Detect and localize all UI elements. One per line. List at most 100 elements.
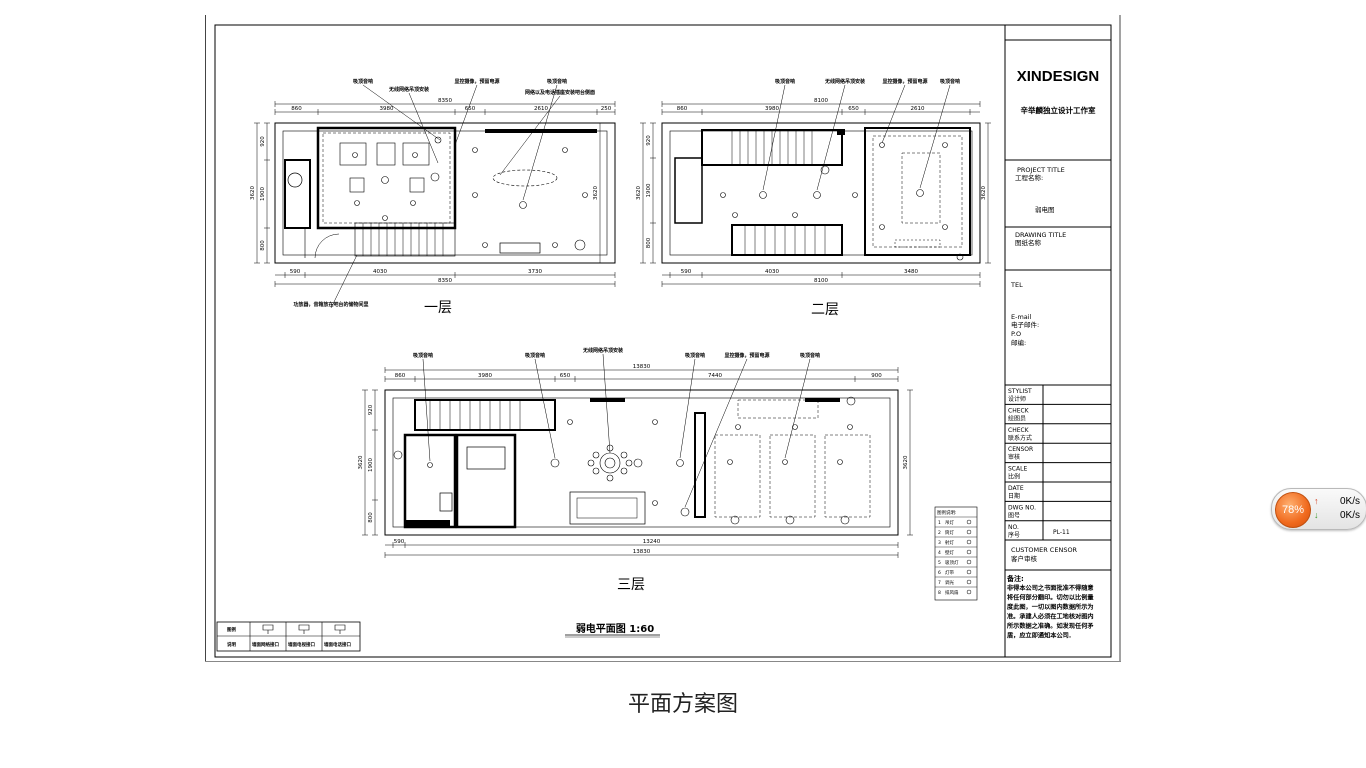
- po-label-en: P.O: [1011, 330, 1021, 338]
- dimension-label: 920: [260, 136, 266, 147]
- dimension-total: 3620: [903, 455, 909, 469]
- callout-label: 功放器，音箱放在吧台的储物间里: [293, 301, 368, 308]
- dimension-label: 650: [848, 106, 859, 112]
- callout-label: 显控摄像，预留电源: [724, 352, 769, 359]
- title-row-cn: 图号: [1008, 512, 1020, 519]
- email-label-cn: 电子邮件:: [1011, 320, 1039, 329]
- dimension-label: 1900: [368, 458, 374, 472]
- floor-2-plan: [661, 122, 981, 264]
- callout-label: 吸顶音响: [525, 352, 545, 359]
- floor-2-label: 二层: [811, 302, 839, 318]
- dimension-label: 590: [290, 269, 301, 275]
- note-line: 所示数据之准确。如发现任何矛: [1007, 622, 1094, 630]
- title-block: XINDESIGN 辛举麟独立设计工作室 PROJECT TITLE 工程名称:…: [1005, 39, 1111, 640]
- legend-item-index: 4: [938, 550, 941, 556]
- legend-item-label: 灯带: [945, 569, 954, 576]
- dimension-label: 2610: [534, 106, 548, 112]
- plan-title: 弱电平面图 1:60: [576, 622, 654, 635]
- drawing-title-cn: 图纸名称: [1015, 238, 1042, 247]
- callout-label: 吸顶音响: [685, 352, 705, 359]
- email-label-en: E-mail: [1011, 313, 1032, 321]
- socket-symbols: [262, 624, 346, 634]
- dimension-label: 800: [368, 512, 374, 523]
- legend-symbol-icon: [966, 529, 972, 535]
- cpu-usage-badge[interactable]: 78%: [1275, 492, 1311, 528]
- legend-item-label: 吸顶灯: [945, 559, 959, 566]
- dimension-label: 2610: [911, 106, 925, 112]
- legend-symbol-icon: [966, 519, 972, 525]
- note-line: 准。承建人必须在工地核对图内: [1007, 613, 1094, 621]
- title-row-cn: 联系方式: [1008, 434, 1032, 442]
- callout-label: 无线网络吊顶安装: [388, 86, 429, 93]
- dimension-total: 13830: [633, 549, 651, 555]
- project-name: 弱电图: [1035, 205, 1055, 214]
- title-row-en: NO.: [1008, 524, 1019, 531]
- callout-label: 网络以及电话插座安装吧台侧面: [525, 89, 595, 96]
- callout-label: 吸顶音响: [800, 352, 820, 359]
- dimension-label: 860: [291, 106, 302, 112]
- legend-item-index: 5: [938, 560, 941, 566]
- project-title-en: PROJECT TITLE: [1017, 166, 1065, 174]
- callout-label: 无线网络吊顶安装: [824, 78, 865, 85]
- title-row-en: CHECK: [1008, 427, 1030, 434]
- floor-1-label: 一层: [424, 300, 452, 316]
- dimension-label: 3730: [528, 269, 542, 275]
- title-row-en: DATE: [1008, 485, 1024, 492]
- legend-item-label: 吊灯: [945, 519, 954, 526]
- legend-item-index: 6: [938, 570, 941, 576]
- legend-symbol-icon: [966, 549, 972, 555]
- dimension-label: 800: [260, 240, 266, 251]
- note-line: 度此图，一切以图内数据所示为: [1007, 603, 1094, 611]
- dimension-total: 8100: [814, 278, 828, 284]
- title-row-cn: 设计师: [1008, 395, 1026, 403]
- customer-censor-cn: 客户审核: [1011, 554, 1038, 563]
- dimension-label: 3980: [380, 106, 394, 112]
- title-row-cn: 日期: [1008, 492, 1020, 500]
- legend-item-label: 调光: [945, 579, 954, 586]
- dimension-label: 860: [677, 106, 688, 112]
- callout-label: 吸顶音响: [353, 78, 373, 85]
- project-title-cn: 工程名称:: [1015, 173, 1043, 182]
- dimension-label: 800: [646, 237, 652, 248]
- dimension-label: 4030: [373, 269, 387, 275]
- arrow-down-icon: ↓: [1314, 510, 1319, 520]
- dimension-total: 8350: [438, 98, 452, 104]
- studio-name: 辛举麟独立设计工作室: [1021, 105, 1096, 115]
- note-line: 非得本公司之书面批准不得随意: [1007, 584, 1094, 592]
- socket-item-label: 墙面电视接口: [288, 641, 315, 648]
- callout-label: 无线网络吊顶安装: [582, 347, 623, 354]
- dimension-label: 900: [871, 373, 882, 379]
- legend-item-index: 2: [938, 530, 941, 536]
- title-row-en: CHECK: [1008, 407, 1030, 414]
- dimension-total: 3620: [358, 455, 364, 469]
- floor-3-label: 三层: [617, 577, 645, 593]
- legend-item-index: 7: [938, 580, 941, 586]
- po-label-cn: 邮编:: [1011, 338, 1026, 347]
- dimension-label: 590: [394, 539, 405, 545]
- legend-symbol-icon: [966, 569, 972, 575]
- dimension-label: 920: [368, 404, 374, 415]
- dimension-label: 590: [681, 269, 692, 275]
- dimension-label: 4030: [765, 269, 779, 275]
- dimension-label: 13240: [643, 539, 661, 545]
- callout-label: 吸顶音响: [413, 352, 433, 359]
- floor-1-plan: [274, 122, 616, 264]
- title-row-cn: 审核: [1008, 453, 1020, 461]
- note-line: 盾，应立即通知本公司.: [1007, 632, 1071, 640]
- legend-symbol-icon: [966, 559, 972, 565]
- dimension-total: 8350: [438, 278, 452, 284]
- note-line: 将任何部分翻印。切勿以比例量: [1007, 594, 1094, 602]
- network-speed-widget[interactable]: 78% ↑ 0K/s ↓ 0K/s: [1271, 488, 1366, 530]
- dimension-label: 7440: [708, 373, 722, 379]
- legend-title: 图例说明:: [937, 509, 957, 516]
- legend-item-index: 3: [938, 540, 941, 546]
- dimension-total: 3620: [593, 186, 599, 200]
- dimension-label: 3980: [478, 373, 492, 379]
- brand-logo: XINDESIGN: [1017, 68, 1100, 85]
- dimension-total: 3620: [250, 186, 256, 200]
- callout-label: 吸顶音响: [940, 78, 960, 85]
- dimension-label: 920: [646, 135, 652, 146]
- title-row-en: DWG NO.: [1008, 504, 1036, 511]
- customer-censor-en: CUSTOMER CENSOR: [1011, 546, 1078, 554]
- figure-caption: 平面方案图: [627, 692, 738, 717]
